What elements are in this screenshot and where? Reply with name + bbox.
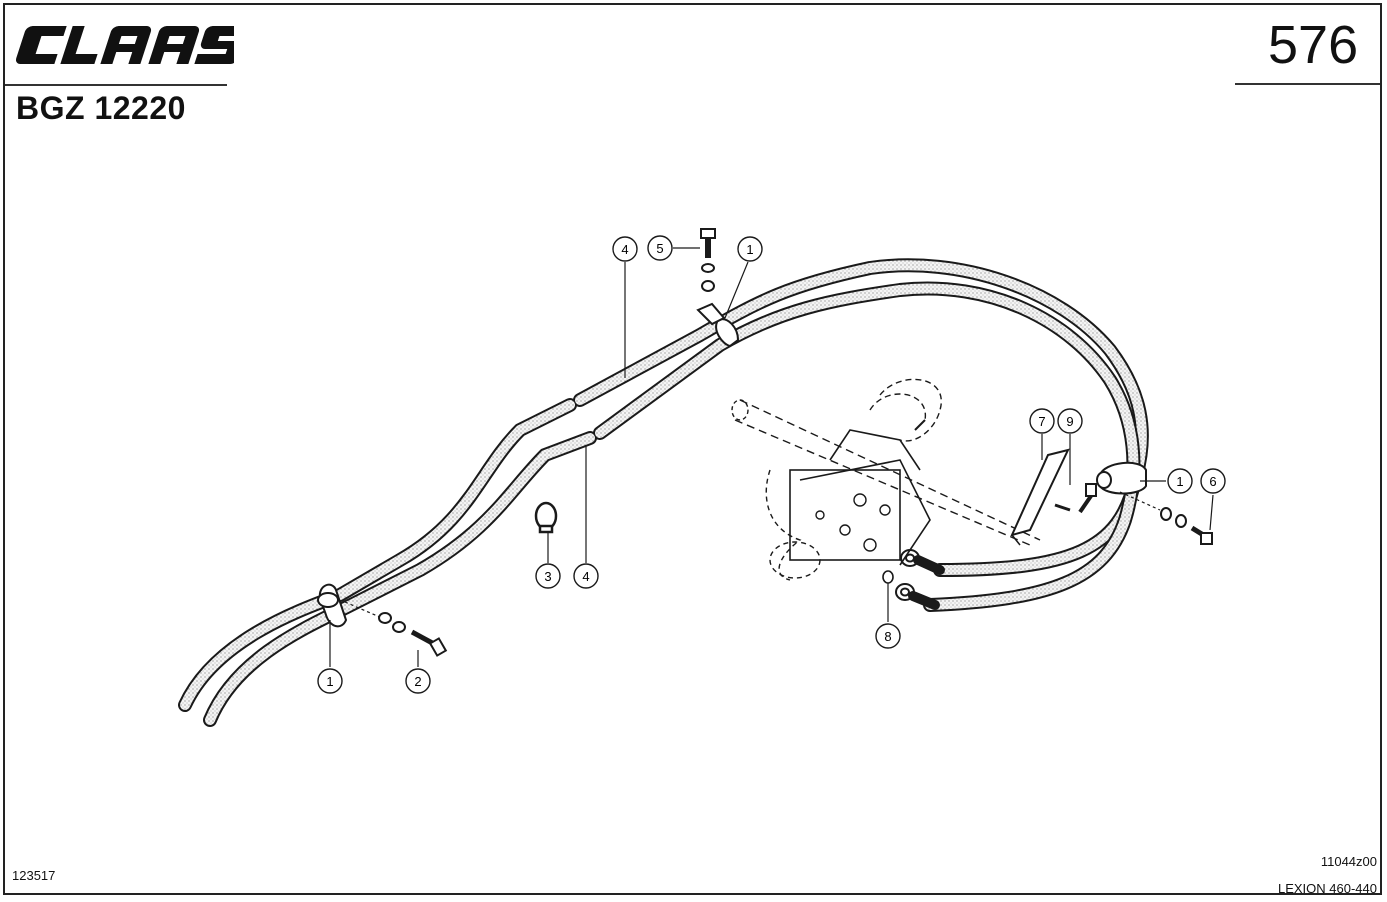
svg-text:4: 4 <box>582 569 589 584</box>
callout-8: 8 <box>875 623 901 649</box>
hose-fitting-upper <box>900 549 945 575</box>
bracket-7 <box>1010 448 1070 546</box>
model-name: LEXION 460-440 <box>1277 881 1377 896</box>
svg-text:1: 1 <box>746 242 753 257</box>
bolt-2 <box>378 612 448 657</box>
header-rule-right <box>1235 83 1380 85</box>
svg-text:9: 9 <box>1066 414 1073 429</box>
svg-text:6: 6 <box>1209 474 1216 489</box>
callout-4-top: 4 <box>612 236 638 262</box>
hose-clamp-right <box>1096 461 1161 511</box>
header-rule-left <box>5 84 227 86</box>
bolt-9 <box>1054 483 1097 514</box>
hose-fitting-lower <box>895 583 940 610</box>
svg-text:5: 5 <box>656 241 663 256</box>
hose-clamp-middle <box>696 302 740 348</box>
svg-text:7: 7 <box>1038 414 1045 429</box>
claas-logo <box>15 26 234 64</box>
leader-lines <box>329 247 1214 667</box>
bolt-5 <box>700 228 716 292</box>
hydraulic-hose-upper <box>178 258 1149 712</box>
callout-1-left: 1 <box>317 668 343 694</box>
callout-2: 2 <box>405 668 431 694</box>
page-number: 576 <box>1268 15 1359 75</box>
svg-text:3: 3 <box>544 569 551 584</box>
callout-5: 5 <box>647 235 673 261</box>
callout-4-bottom: 4 <box>573 563 599 589</box>
callout-6: 6 <box>1200 468 1226 494</box>
callout-1-right: 1 <box>1167 468 1193 494</box>
footer-left-code: 123517 <box>12 868 56 883</box>
callout-1-top: 1 <box>737 236 763 262</box>
callout-9: 9 <box>1057 408 1083 434</box>
svg-text:2: 2 <box>414 674 421 689</box>
drawing-frame <box>3 3 1382 895</box>
callout-7: 7 <box>1029 408 1055 434</box>
hydraulic-hose-lower <box>203 281 1141 727</box>
svg-text:4: 4 <box>621 242 628 257</box>
bolt-6 <box>1160 507 1213 545</box>
svg-text:1: 1 <box>326 674 333 689</box>
svg-text:8: 8 <box>884 629 891 644</box>
drawing-reference: 11044z00 <box>1320 854 1377 869</box>
document-code: BGZ 12220 <box>16 90 186 126</box>
control-valve <box>731 378 1041 581</box>
hose-clip-3 <box>534 501 558 534</box>
footer-right: 11044z00 LEXION 460-440 <box>1278 848 1377 902</box>
o-ring-8 <box>882 570 894 584</box>
callout-3: 3 <box>535 563 561 589</box>
svg-text:1: 1 <box>1176 474 1183 489</box>
